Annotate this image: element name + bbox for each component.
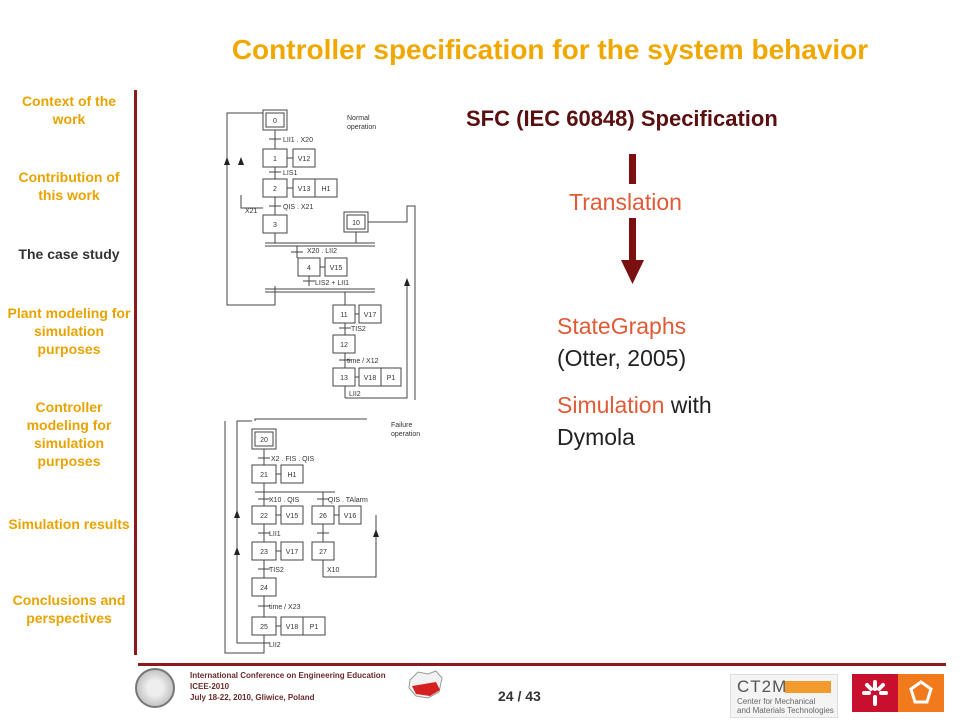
sfc2-transition-6: X10: [327, 567, 340, 574]
sfc1-action-v18: V18: [364, 375, 377, 382]
sfc1-transition-4: X20 . LII2: [307, 248, 337, 255]
simulation-word: Simulation: [557, 392, 665, 418]
sfc2-step-22: 22: [260, 513, 268, 520]
sfc2-step-24: 24: [260, 585, 268, 592]
sfc1-action-p1: P1: [387, 375, 396, 382]
sfc1-action-v15: V15: [330, 265, 343, 272]
sfc1-transition-3: QIS . X21: [283, 204, 313, 211]
sfc1-label-normal: Normal: [347, 115, 370, 122]
conference-dates: July 18-22, 2010, Gliwice, Poland: [190, 693, 315, 702]
sfc1-action-v13: V13: [298, 186, 311, 193]
nav-item-case-study[interactable]: The case study: [18, 246, 120, 262]
otter-citation: (Otter, 2005): [557, 345, 687, 371]
ct2m-subtitle-line2: and Materials Technologies: [737, 706, 834, 715]
sfc2-step-21: 21: [260, 472, 268, 479]
nav-divider: [134, 90, 137, 655]
ct2m-subtitle: Center for Mechanical and Materials Tech…: [737, 697, 834, 715]
page-number: 24 / 43: [498, 688, 541, 704]
footer-divider: [138, 663, 946, 666]
sfc1-step-10: 10: [352, 220, 360, 227]
stategraphs-label: StateGraphs: [557, 313, 687, 339]
sfc-failure-operation-diagram: 20 21 22 23 24 25 26 27 H1 V15 V17 V18 P…: [224, 418, 420, 654]
sfc2-transition-4: LII1: [269, 531, 281, 538]
sfc1-step-2: 2: [273, 186, 277, 193]
sfc2-transition-1: X2 . FIS . QIS: [271, 456, 315, 463]
sfc1-step-13: 13: [340, 375, 348, 382]
sfc1-transition-8: LII2: [349, 391, 361, 398]
sfc2-action-p1: P1: [310, 624, 319, 631]
sfc2-transition-3: QIS . TAlarm: [328, 497, 368, 504]
sfc1-step-11: 11: [340, 312, 347, 319]
sfc1-action-v12: V12: [298, 156, 311, 163]
sfc2-step-25: 25: [260, 624, 268, 631]
uminho-logo: [852, 674, 944, 712]
sfc2-action-v15: V15: [286, 513, 299, 520]
sfc1-transition-1: LII1 . X20: [283, 137, 313, 144]
with-word: with: [664, 392, 712, 418]
dymola-label: Dymola: [557, 424, 635, 450]
sfc2-label-operation: operation: [391, 431, 420, 438]
ct2m-accent-bar: [785, 681, 831, 693]
sfc2-step-26: 26: [319, 513, 327, 520]
sfc2-action-v16: V16: [344, 513, 357, 520]
sfc1-transition-x21: X21: [245, 208, 258, 215]
sfc2-action-v18: V18: [286, 624, 299, 631]
conference-acronym: ICEE-2010: [190, 682, 230, 691]
sfc1-step-12: 12: [340, 342, 348, 349]
sfc1-label-operation: operation: [347, 124, 376, 131]
nav-item-plant-modeling[interactable]: Plant modeling for simulation purposes: [7, 305, 131, 357]
sfc1-step-0: 0: [273, 118, 277, 125]
sfc2-transition-5: TIS2: [269, 567, 284, 574]
simulation-line: Simulation with: [557, 389, 712, 421]
nav-item-context[interactable]: Context of the work: [21, 93, 117, 127]
nav-item-simulation-results[interactable]: Simulation results: [8, 516, 130, 532]
sfc2-step-27: 27: [319, 549, 327, 556]
sfc2-action-v17: V17: [286, 549, 299, 556]
nav-item-contribution[interactable]: Contribution of this work: [18, 169, 120, 203]
sfc1-step-4: 4: [307, 265, 311, 272]
sfc2-action-h1: H1: [288, 472, 297, 479]
sfc1-transition-7: time / X12: [347, 358, 379, 365]
sfc2-step-23: 23: [260, 549, 268, 556]
sfc1-action-v17: V17: [364, 312, 377, 319]
sfc-normal-operation-diagram: 0 1 2 3 10 4 11 12 13 V12 V13 H1 V15 V17…: [224, 109, 416, 400]
sfc1-step-1: 1: [273, 156, 277, 163]
sfc1-transition-6: TIS2: [351, 326, 366, 333]
sfc2-transition-2: X10 . QIS: [269, 497, 300, 504]
ct2m-logo: CT2M Center for Mechanical and Materials…: [730, 674, 838, 718]
sfc1-action-h1: H1: [322, 186, 331, 193]
sfc1-step-3: 3: [273, 222, 277, 229]
sfc2-transition-7: time / X23: [269, 604, 301, 611]
sfc2-transition-8: LII2: [269, 642, 281, 649]
sfc1-transition-5: LIS2 + LII1: [315, 280, 349, 287]
sfc2-label-failure: Failure: [391, 422, 413, 429]
conference-info: International Conference on Engineering …: [190, 670, 386, 703]
translation-label: Translation: [569, 189, 682, 215]
sfc1-transition-2: LIS1: [283, 170, 298, 177]
icee-logo: [408, 670, 443, 699]
sfc-spec-title: SFC (IEC 60848) Specification: [466, 106, 778, 131]
ct2m-tag: CT2M: [737, 677, 788, 696]
translation-arrow: [621, 154, 644, 284]
nav-item-controller-modeling[interactable]: Controller modeling for simulation purpo…: [26, 399, 112, 469]
conference-name: International Conference on Engineering …: [190, 671, 386, 680]
university-seal-logo: [135, 668, 175, 708]
ct2m-subtitle-line1: Center for Mechanical: [737, 697, 816, 706]
slide-title: Controller specification for the system …: [231, 34, 869, 65]
sfc2-step-20: 20: [260, 437, 268, 444]
nav-item-conclusions[interactable]: Conclusions and perspectives: [12, 592, 126, 626]
